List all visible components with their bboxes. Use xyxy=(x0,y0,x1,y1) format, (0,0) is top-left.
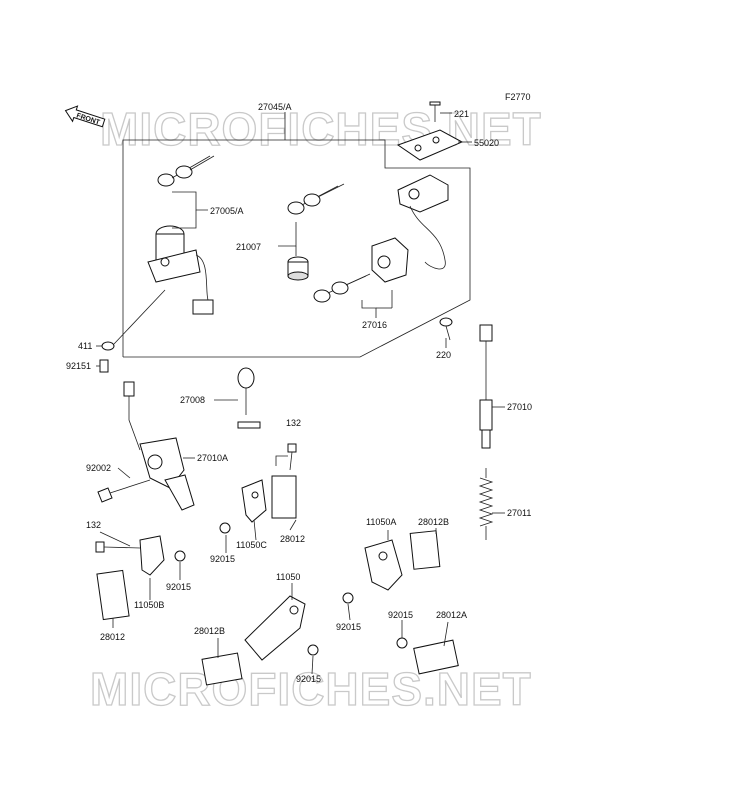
label-27010: 27010 xyxy=(507,402,532,412)
key-27008-icon xyxy=(237,367,261,429)
label-11050c: 11050C xyxy=(236,540,267,550)
label-28012-right: 28012 xyxy=(280,534,305,544)
switch-27010-icon xyxy=(479,324,493,449)
label-132-lower: 132 xyxy=(86,520,101,530)
lock-bracket-icon xyxy=(397,174,449,270)
key-27016-icon xyxy=(313,273,371,303)
label-27045a: 27045/A xyxy=(258,102,292,112)
label-21007: 21007 xyxy=(236,242,261,252)
bracket-11050a-icon xyxy=(342,530,441,604)
plate-28012a-icon xyxy=(396,637,459,675)
label-11050b: 11050B xyxy=(134,600,164,610)
bracket-11050c-icon xyxy=(219,475,297,534)
bracket-11050b-icon xyxy=(95,535,186,621)
key-27005a-icon xyxy=(157,155,215,187)
washer-411-icon xyxy=(101,289,166,351)
bolt-132-upper-icon xyxy=(287,443,297,471)
label-28012b-right: 28012B xyxy=(418,517,449,527)
cap-icon xyxy=(287,256,309,281)
label-27008: 27008 xyxy=(180,395,205,405)
label-28012b-left: 28012B xyxy=(194,626,225,636)
bolt-92002-icon xyxy=(97,479,151,503)
label-11050: 11050 xyxy=(276,572,300,582)
label-92015-left: 92015 xyxy=(166,582,191,592)
spring-27011-icon xyxy=(478,468,494,540)
label-28012a: 28012A xyxy=(436,610,467,620)
label-220: 220 xyxy=(436,350,451,360)
label-27010a: 27010A xyxy=(197,453,228,463)
figure-code: F2770 xyxy=(505,92,531,102)
label-28012-left: 28012 xyxy=(100,632,125,642)
label-92015-mid: 92015 xyxy=(336,622,361,632)
label-92015-lower: 92015 xyxy=(296,674,321,684)
key-21007-icon xyxy=(287,183,345,215)
assembly-27045a-outline xyxy=(122,112,471,358)
seat-lock-icon xyxy=(371,237,409,283)
label-27011: 27011 xyxy=(507,508,531,518)
watermark-top: MICROFICHES.NET xyxy=(100,103,542,155)
label-132-upper: 132 xyxy=(286,418,301,428)
bracket-11050-icon xyxy=(201,595,319,686)
bolt-92151-icon xyxy=(99,359,109,373)
label-27016: 27016 xyxy=(362,320,387,330)
label-92015-right: 92015 xyxy=(388,610,413,620)
label-92002: 92002 xyxy=(86,463,111,473)
label-92151: 92151 xyxy=(66,361,91,371)
screw-220-icon xyxy=(439,317,453,341)
label-27005a: 27005/A xyxy=(210,206,244,216)
label-221: 221 xyxy=(454,109,469,119)
label-92015-upper: 92015 xyxy=(210,554,235,564)
part-labels: 27045/A 221 55020 27005/A 21007 27016 41… xyxy=(66,102,532,684)
ignition-switch-icon xyxy=(147,225,214,315)
leader-lines xyxy=(96,112,505,675)
label-55020: 55020 xyxy=(474,138,499,148)
switch-27010a-icon xyxy=(123,381,195,511)
watermark-bottom: MICROFICHES.NET xyxy=(90,663,532,715)
label-411: 411 xyxy=(78,341,92,351)
screw-221-icon xyxy=(429,101,441,122)
label-11050a: 11050A xyxy=(366,517,396,527)
